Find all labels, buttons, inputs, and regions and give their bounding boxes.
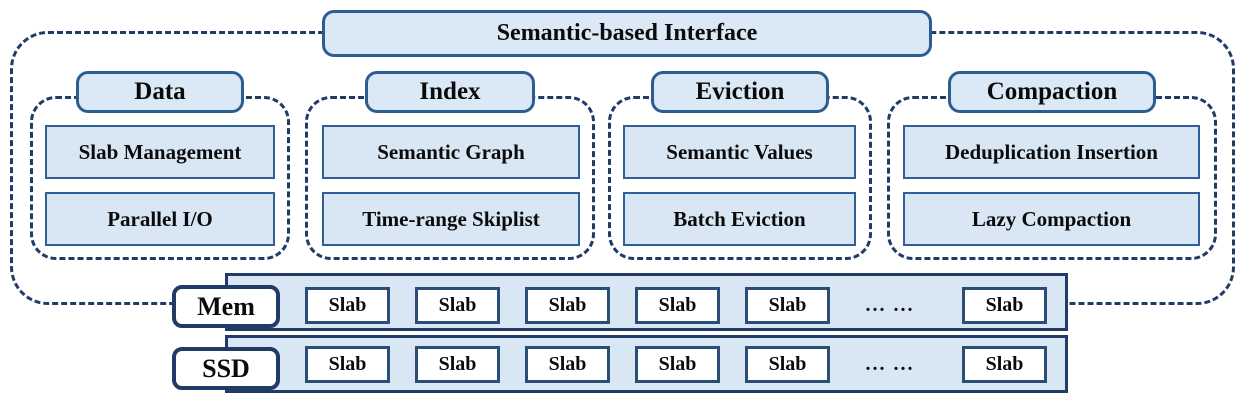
ssd-slab-label: Slab [548,353,587,375]
ssd-slab: Slab [525,346,610,383]
tab-eviction-label: Eviction [695,78,785,105]
feature-batch-eviction: Batch Eviction [623,192,856,246]
semantic-interface-title: Semantic-based Interface [322,10,932,57]
feature-parallel-io: Parallel I/O [45,192,275,246]
feature-semantic-values: Semantic Values [623,125,856,179]
mem-slab: Slab [415,287,500,324]
feature-slab-management-label: Slab Management [78,139,242,164]
mem-slab: Slab [745,287,830,324]
ssd-label: SSD [202,353,250,383]
mem-label-box: Mem [172,285,280,328]
ssd-slab-label: Slab [768,353,807,375]
mem-slab-label: Slab [985,294,1024,316]
tab-index: Index [365,71,535,113]
mem-slab: Slab [525,287,610,324]
mem-slab-label: Slab [438,294,477,316]
mem-label: Mem [197,291,255,321]
feature-semantic-values-label: Semantic Values [666,139,813,164]
ssd-slab: Slab [962,346,1047,383]
ssd-ellipsis: ... ... [835,346,945,383]
ssd-slab-label: Slab [985,353,1024,375]
ssd-slab-label: Slab [658,353,697,375]
tab-index-label: Index [419,78,481,105]
tab-eviction: Eviction [651,71,829,113]
mem-slab: Slab [305,287,390,324]
ssd-ellipsis-label: ... ... [865,353,915,375]
mem-slab-label: Slab [658,294,697,316]
feature-slab-management: Slab Management [45,125,275,179]
ssd-slab-label: Slab [328,353,367,375]
tab-compaction: Compaction [948,71,1156,113]
semantic-interface-title-label: Semantic-based Interface [496,20,758,46]
feature-batch-eviction-label: Batch Eviction [673,206,806,231]
tab-data-label: Data [134,78,186,105]
tab-compaction-label: Compaction [986,78,1118,105]
feature-time-range-skiplist-label: Time-range Skiplist [362,206,540,231]
mem-slab-label: Slab [328,294,367,316]
mem-slab-label: Slab [768,294,807,316]
ssd-label-box: SSD [172,347,280,390]
feature-parallel-io-label: Parallel I/O [107,206,213,231]
mem-ellipsis-label: ... ... [865,294,915,316]
feature-time-range-skiplist: Time-range Skiplist [322,192,580,246]
mem-ellipsis: ... ... [835,287,945,324]
feature-semantic-graph: Semantic Graph [322,125,580,179]
feature-deduplication-insertion: Deduplication Insertion [903,125,1200,179]
ssd-slab: Slab [635,346,720,383]
feature-lazy-compaction: Lazy Compaction [903,192,1200,246]
tab-data: Data [76,71,244,113]
mem-slab: Slab [635,287,720,324]
feature-semantic-graph-label: Semantic Graph [377,139,525,164]
ssd-slab: Slab [415,346,500,383]
feature-deduplication-insertion-label: Deduplication Insertion [945,139,1158,164]
mem-slab: Slab [962,287,1047,324]
mem-slab-label: Slab [548,294,587,316]
feature-lazy-compaction-label: Lazy Compaction [971,206,1132,231]
ssd-slab-label: Slab [438,353,477,375]
ssd-slab: Slab [305,346,390,383]
ssd-slab: Slab [745,346,830,383]
